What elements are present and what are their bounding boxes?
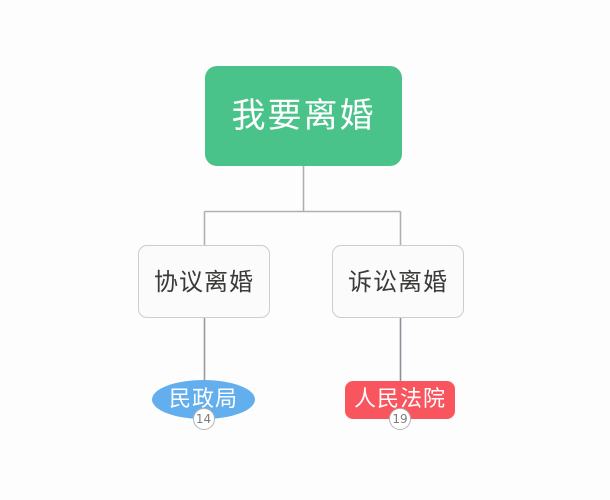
node-leaf-right-count-badge[interactable]: 19 <box>389 408 411 430</box>
node-leaf-civil-affairs-bureau[interactable]: 民政局 14 <box>152 380 255 430</box>
node-leaf-left-count-badge[interactable]: 14 <box>192 408 215 430</box>
node-branch-right-label: 诉讼离婚 <box>348 267 448 296</box>
node-root-label: 我要离婚 <box>231 96 376 136</box>
node-leaf-right-label: 人民法院 <box>353 387 446 412</box>
node-branch-agreement-divorce[interactable]: 协议离婚 <box>138 245 270 318</box>
node-leaf-left-label: 民政局 <box>168 386 238 412</box>
node-leaf-peoples-court[interactable]: 人民法院 19 <box>345 381 455 430</box>
node-root[interactable]: 我要离婚 <box>205 66 402 166</box>
node-branch-litigation-divorce[interactable]: 诉讼离婚 <box>332 245 464 318</box>
node-branch-left-label: 协议离婚 <box>154 267 254 296</box>
